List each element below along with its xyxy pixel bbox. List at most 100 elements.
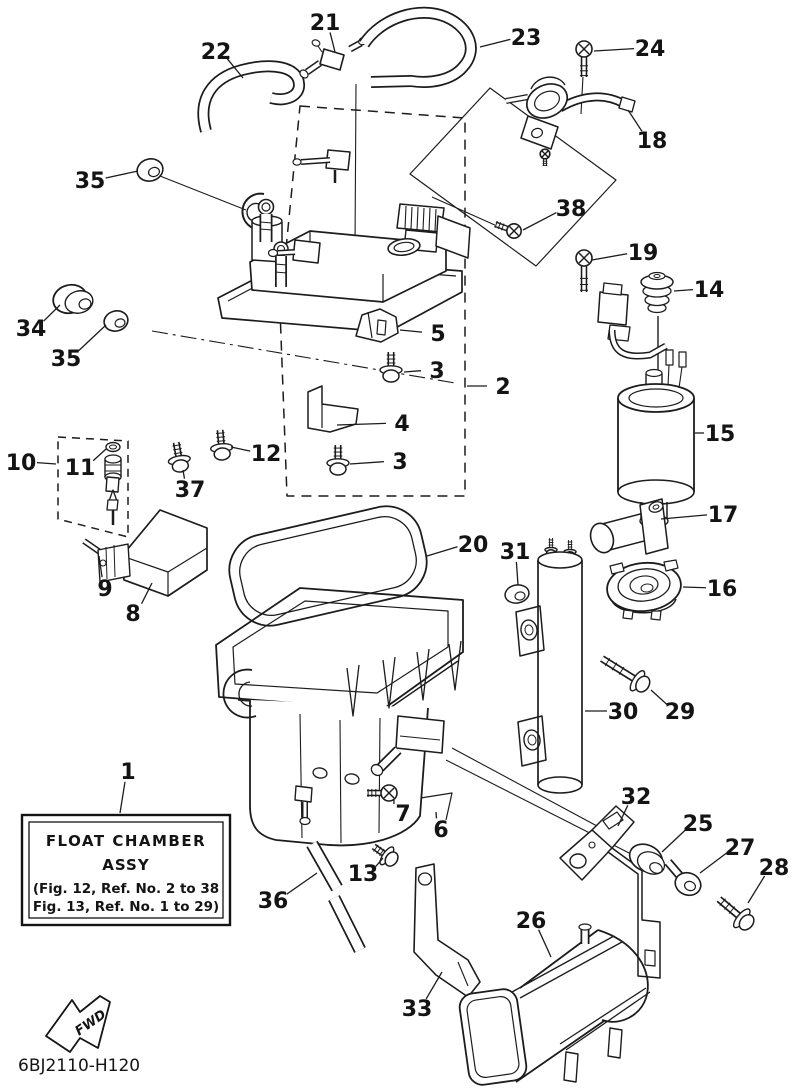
tubes-36: [306, 840, 366, 953]
callout-28: 28: [759, 856, 790, 881]
callout-leader-1: [119, 781, 126, 814]
callout-leader-26: [538, 929, 552, 958]
grommet-35-lower: [103, 310, 129, 332]
callout-5: 5: [430, 322, 445, 347]
hose-23: [359, 6, 477, 88]
callout-37: 37: [175, 478, 206, 503]
screw-7: [367, 784, 398, 802]
callout-35: 35: [75, 169, 106, 194]
callout-leader-4: [336, 422, 387, 426]
label-box-line2: ASSY: [102, 856, 150, 874]
pressure-regulator-18: [505, 76, 636, 166]
hose-22: [197, 60, 305, 133]
float-chamber-assy-label-box: FLOAT CHAMBER ASSY (Fig. 12, Ref. No. 2 …: [20, 813, 232, 927]
callout-leader-19: [591, 253, 628, 261]
callout-19: 19: [628, 241, 659, 266]
callout-leader-18: [627, 109, 643, 132]
callout-16: 16: [707, 577, 738, 602]
cap-14: [640, 271, 674, 314]
callout-leader-3: [403, 370, 422, 373]
callout-22: 22: [201, 40, 232, 65]
screw-19: [575, 249, 593, 292]
callout-8: 8: [125, 602, 140, 627]
callout-35: 35: [51, 347, 82, 372]
rail-30: [515, 538, 583, 794]
callout-23: 23: [511, 26, 542, 51]
bolt-13: [371, 843, 399, 867]
callout-11: 11: [65, 456, 96, 481]
callout-leader-23: [479, 38, 511, 48]
callout-leader-36: [286, 872, 318, 895]
callout-leader-33: [425, 971, 443, 1000]
callout-leader-9: [98, 555, 103, 578]
holder-17: [589, 498, 669, 555]
callout-leader-11: [92, 448, 107, 462]
callout-24: 24: [635, 37, 666, 62]
callout-18: 18: [637, 129, 668, 154]
callout-leader-22: [226, 58, 244, 79]
gasket-20: [228, 505, 428, 627]
callout-leader-16: [682, 586, 707, 589]
callout-17: 17: [708, 503, 739, 528]
callout-3: 3: [429, 359, 444, 384]
tee-fitting-21: [299, 36, 368, 79]
callout-26: 26: [516, 909, 547, 934]
callout-leader-25: [661, 829, 686, 853]
label-box-outer-border: [20, 813, 232, 927]
callout-leader-31: [515, 561, 519, 586]
callout-leader-20: [426, 546, 458, 557]
bolt-3-upper: [379, 352, 403, 383]
collar-27: [664, 859, 702, 897]
callout-15: 15: [705, 422, 736, 447]
callout-7: 7: [395, 802, 410, 827]
callout-20: 20: [458, 533, 489, 558]
callout-27: 27: [725, 836, 756, 861]
label-box-line1: FLOAT CHAMBER: [46, 832, 206, 850]
callout-32: 32: [621, 785, 652, 810]
label-box-line4: Fig. 13, Ref. No. 1 to 29): [33, 899, 219, 915]
holder-16: [606, 559, 682, 621]
callout-21: 21: [310, 11, 341, 36]
float-8: [97, 509, 208, 597]
callout-38: 38: [556, 197, 587, 222]
grommet-35-upper: [136, 158, 164, 182]
figure-code: 6BJ2110-H120: [18, 1056, 140, 1076]
callout-25: 25: [683, 812, 714, 837]
bracket-32: [559, 805, 661, 979]
callout-13: 13: [348, 862, 379, 887]
label-box-inner-border: [28, 821, 224, 919]
callout-leader-10: [36, 461, 57, 465]
callout-30: 30: [608, 700, 639, 725]
callout-leader-24: [593, 47, 635, 52]
callout-14: 14: [694, 278, 725, 303]
callout-29: 29: [665, 700, 696, 725]
callout-31: 31: [500, 540, 531, 565]
callout-6: 6: [433, 818, 448, 843]
callout-4: 4: [394, 412, 409, 437]
callout-leader-27: [699, 852, 727, 874]
grommet-31: [504, 584, 530, 604]
callout-leader-21: [329, 32, 336, 53]
float-chamber-body: [215, 587, 464, 847]
callout-leader-32: [617, 805, 629, 827]
bushing-34: [52, 283, 94, 315]
callout-34: 34: [16, 317, 47, 342]
callout-10: 10: [6, 451, 37, 476]
screw-38: [494, 220, 522, 240]
bolt-29: [600, 655, 651, 693]
callout-leader-38: [522, 212, 557, 231]
callout-3: 3: [392, 450, 407, 475]
callout-leader-17: [660, 514, 708, 520]
bolt-12: [209, 429, 234, 461]
callout-leader-14: [673, 288, 694, 292]
callout-33: 33: [402, 997, 433, 1022]
canister-26: [458, 923, 651, 1086]
bolt-3-lower: [326, 445, 350, 476]
bracket-33: [413, 863, 481, 998]
needle-valve-11: [104, 441, 122, 525]
callout-leader-13: [375, 857, 384, 867]
callout-leader-34: [43, 304, 61, 322]
bolt-28: [716, 896, 755, 931]
